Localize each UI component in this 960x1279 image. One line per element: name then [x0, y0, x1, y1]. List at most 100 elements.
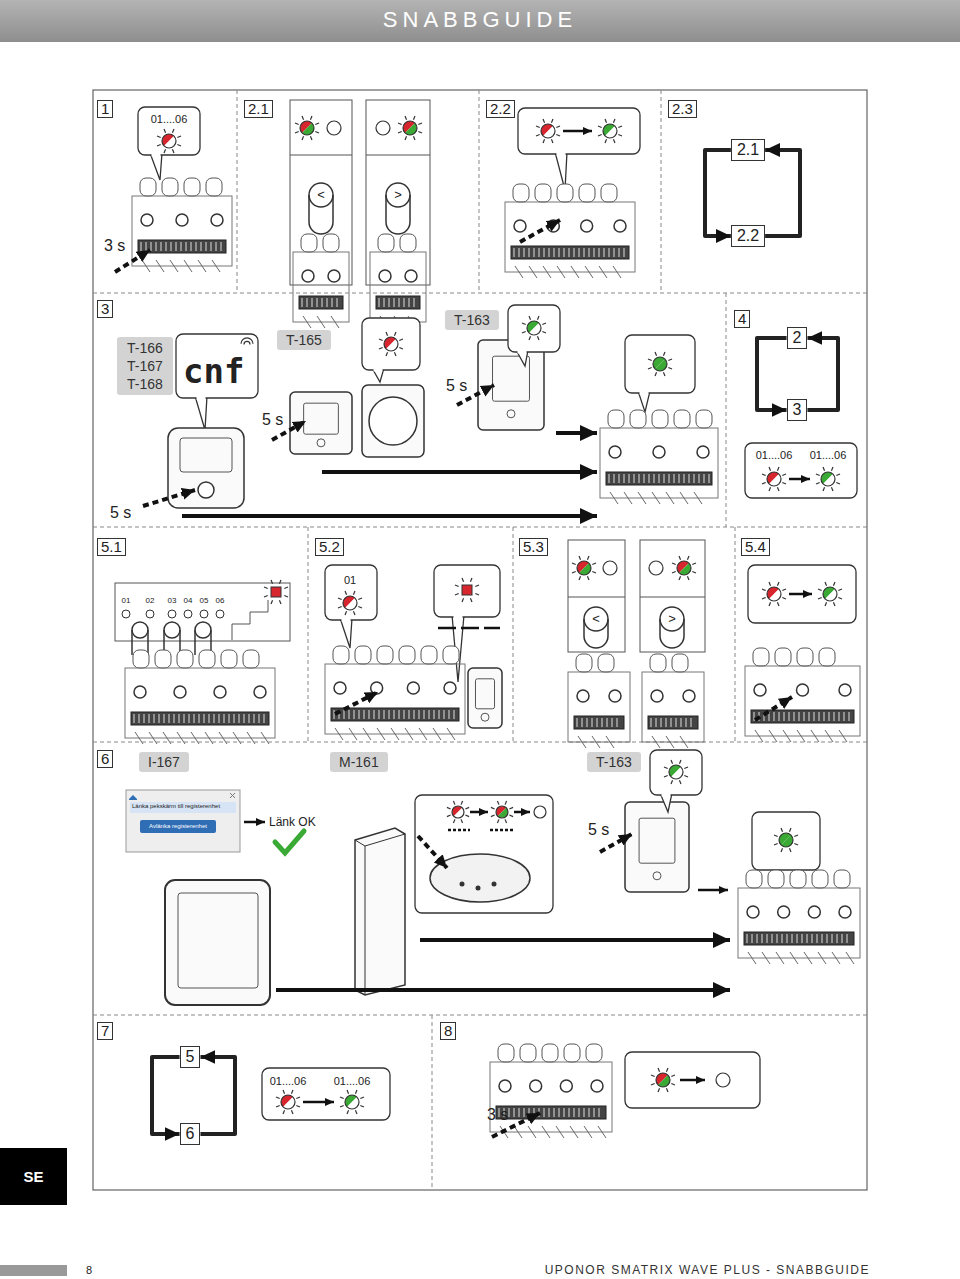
terminal-tick — [186, 242, 187, 251]
label-text: < — [317, 187, 325, 203]
terminal-tick — [614, 474, 615, 483]
housing-rib — [515, 266, 523, 278]
housing-rib — [514, 1126, 522, 1138]
housing-rib — [606, 736, 614, 748]
housing-rib — [447, 728, 455, 740]
led-ray — [447, 807, 451, 809]
device-tag: I-167 — [139, 752, 189, 772]
label-text: 04 — [184, 596, 193, 606]
terminal-tick — [344, 710, 345, 719]
device-tag: T-163 — [445, 310, 499, 330]
gateway-edge — [355, 840, 365, 846]
led-ray — [505, 819, 507, 823]
pipe-connector — [608, 410, 624, 428]
terminal-tick — [196, 242, 197, 251]
terminal-tick — [651, 718, 652, 727]
pipe-connector — [601, 184, 617, 202]
channel-button — [132, 622, 148, 638]
label-text: 01....06 — [270, 1075, 307, 1088]
nav-button — [584, 607, 608, 631]
led-outline — [577, 561, 591, 575]
node-text: T-163 — [596, 753, 632, 771]
panel-divider — [432, 1015, 433, 1190]
led-ray — [276, 1097, 280, 1099]
node-text: 3 — [101, 301, 109, 317]
led-outline — [669, 765, 683, 779]
controller-button — [334, 682, 346, 694]
led-ray — [310, 116, 312, 120]
terminal-strip — [744, 932, 854, 945]
terminal-tick — [249, 714, 250, 723]
controller-button — [839, 684, 851, 696]
terminal-tick — [209, 714, 210, 723]
callout-bubble — [176, 334, 258, 430]
terminal-tick — [509, 1108, 510, 1117]
led-ray — [340, 1105, 344, 1107]
terminal-tick — [574, 1108, 575, 1117]
terminal-tick — [589, 248, 590, 257]
led-ray — [613, 119, 615, 123]
nav-button — [386, 183, 410, 207]
terminal-tick — [414, 298, 415, 307]
terminal-tick — [656, 718, 657, 727]
led-ray — [668, 367, 672, 369]
led-ray — [679, 760, 681, 764]
led-ray — [509, 815, 513, 817]
label-text: 01....06 — [151, 113, 188, 126]
terminal-tick — [254, 714, 255, 723]
controller-button — [302, 270, 314, 282]
controller-button — [560, 1080, 572, 1092]
thermostat-screw — [317, 439, 325, 447]
loop-step: 3 — [787, 399, 808, 421]
terminal-tick — [549, 1108, 550, 1117]
led-ray — [353, 591, 355, 595]
led-ray — [833, 602, 835, 606]
terminal-tick — [219, 714, 220, 723]
step-number: 2.2 — [486, 100, 515, 118]
callout-bubble — [362, 318, 420, 382]
led-ray — [655, 352, 657, 356]
housing-rib — [652, 736, 660, 748]
terminal-tick — [681, 718, 682, 727]
channel-button — [195, 622, 211, 638]
terminal-tick — [799, 712, 800, 721]
gateway-led — [476, 886, 481, 891]
terminal-tick — [529, 248, 530, 257]
led-ray — [613, 139, 615, 143]
controller-button — [214, 686, 226, 698]
controller-button — [609, 446, 621, 458]
led-ray — [782, 482, 786, 484]
node-text: 5.2 — [319, 539, 340, 555]
led-ray — [572, 571, 576, 573]
terminal-tick — [569, 248, 570, 257]
terminal-tick — [624, 474, 625, 483]
pipe-connector — [564, 1044, 580, 1062]
led-outline — [677, 561, 691, 575]
terminal-tick — [574, 248, 575, 257]
led-ray — [315, 123, 319, 125]
terminal-tick — [599, 1108, 600, 1117]
led-ray — [671, 1083, 675, 1085]
led-ray — [461, 819, 463, 823]
terminal-tick — [134, 714, 135, 723]
led-outline — [656, 1073, 670, 1087]
led-ray — [399, 339, 403, 341]
nav-button — [660, 607, 684, 631]
terminal-tick — [409, 298, 410, 307]
led-indicator — [157, 129, 181, 153]
led-ray — [529, 316, 531, 320]
housing-rib — [832, 952, 840, 964]
terminal-tick — [216, 242, 217, 251]
terminal-tick — [419, 710, 420, 719]
controller-button — [778, 906, 790, 918]
label-text: < — [592, 611, 600, 627]
controller-housing — [568, 672, 630, 742]
step-number: 5.2 — [315, 538, 344, 556]
controller-button — [371, 682, 383, 694]
callout-join — [342, 619, 351, 622]
terminal-tick — [609, 474, 610, 483]
led-indicator — [762, 582, 786, 606]
led-ray — [271, 600, 273, 604]
led-ray — [355, 1110, 357, 1114]
flow-arrow — [556, 431, 597, 435]
